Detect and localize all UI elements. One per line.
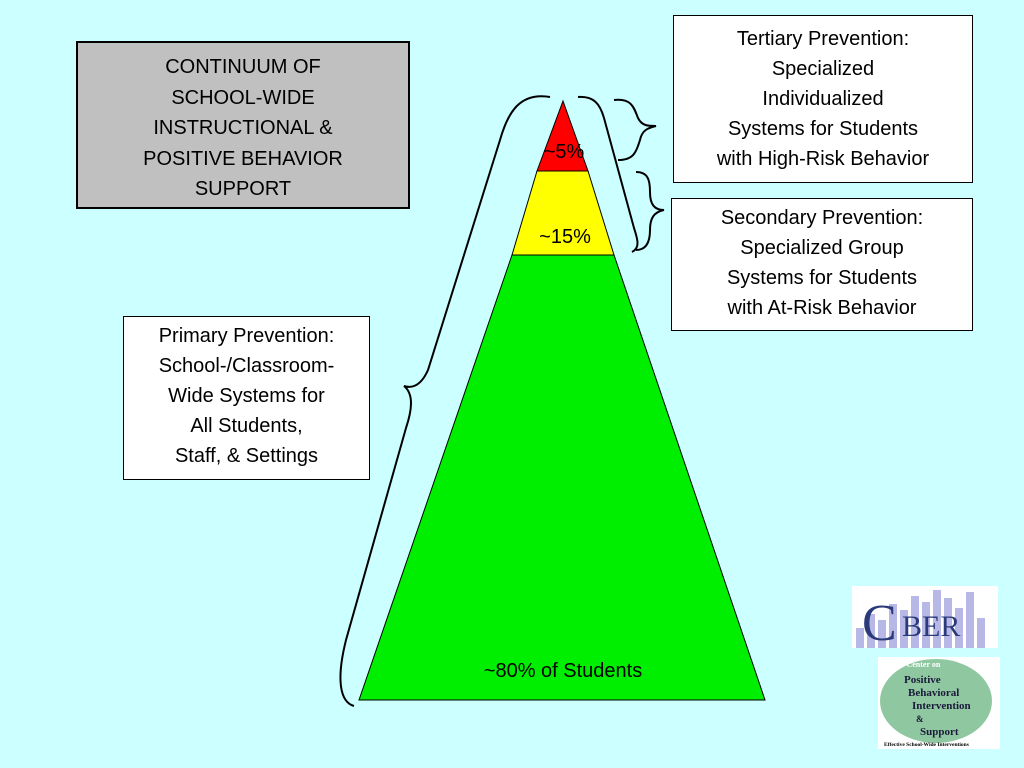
pbis-logo-line: Intervention bbox=[912, 700, 971, 712]
pyramid-tier-tertiary bbox=[536, 99, 589, 172]
cber-logo-bar bbox=[867, 614, 875, 648]
pbis-logo-header: OSEP Center on bbox=[884, 660, 941, 669]
primary-brace bbox=[339, 95, 551, 707]
pbis-logo-line: Positive bbox=[904, 674, 941, 686]
cber-logo-bar bbox=[900, 610, 908, 648]
cber-logo-bar bbox=[955, 608, 963, 648]
cber-logo-bar bbox=[856, 628, 864, 648]
secondary-percent-label: ~15% bbox=[539, 226, 591, 248]
secondary-bracket bbox=[577, 95, 639, 253]
pbis-logo-line: & bbox=[916, 714, 924, 724]
pbis-logo-line: Support bbox=[920, 726, 959, 738]
secondary-brace bbox=[635, 171, 665, 251]
secondary-prevention-box: Secondary Prevention: Specialized Group … bbox=[671, 198, 973, 331]
cber-logo-bar bbox=[878, 620, 886, 648]
pbis-logo-footer: Effective School-Wide Interventions bbox=[884, 742, 969, 748]
tertiary-percent-label: ~5% bbox=[544, 141, 585, 163]
tertiary-prevention-box: Tertiary Prevention: Specialized Individ… bbox=[673, 15, 973, 183]
cber-logo: C BER bbox=[852, 586, 998, 652]
pbis-logo-circle bbox=[880, 659, 992, 743]
cber-logo-bar bbox=[922, 602, 930, 648]
cber-logo-ber: BER bbox=[902, 610, 960, 643]
cber-logo-bar bbox=[911, 596, 919, 648]
primary-percent-label: ~80% of Students bbox=[484, 660, 642, 682]
tertiary-brace bbox=[613, 98, 657, 161]
cber-logo-bar bbox=[944, 598, 952, 648]
cber-logo-bars bbox=[856, 590, 985, 648]
diagram-title: CONTINUUM OF SCHOOL-WIDE INSTRUCTIONAL &… bbox=[76, 41, 410, 209]
cber-logo-bar bbox=[889, 604, 897, 648]
cber-logo-bar bbox=[966, 592, 974, 648]
cber-logo-bar bbox=[977, 618, 985, 648]
cber-logo-c: C bbox=[862, 595, 897, 648]
pbis-logo-line: Behavioral bbox=[908, 687, 959, 699]
cber-logo-bar bbox=[933, 590, 941, 648]
primary-prevention-box: Primary Prevention: School-/Classroom- W… bbox=[123, 316, 370, 480]
